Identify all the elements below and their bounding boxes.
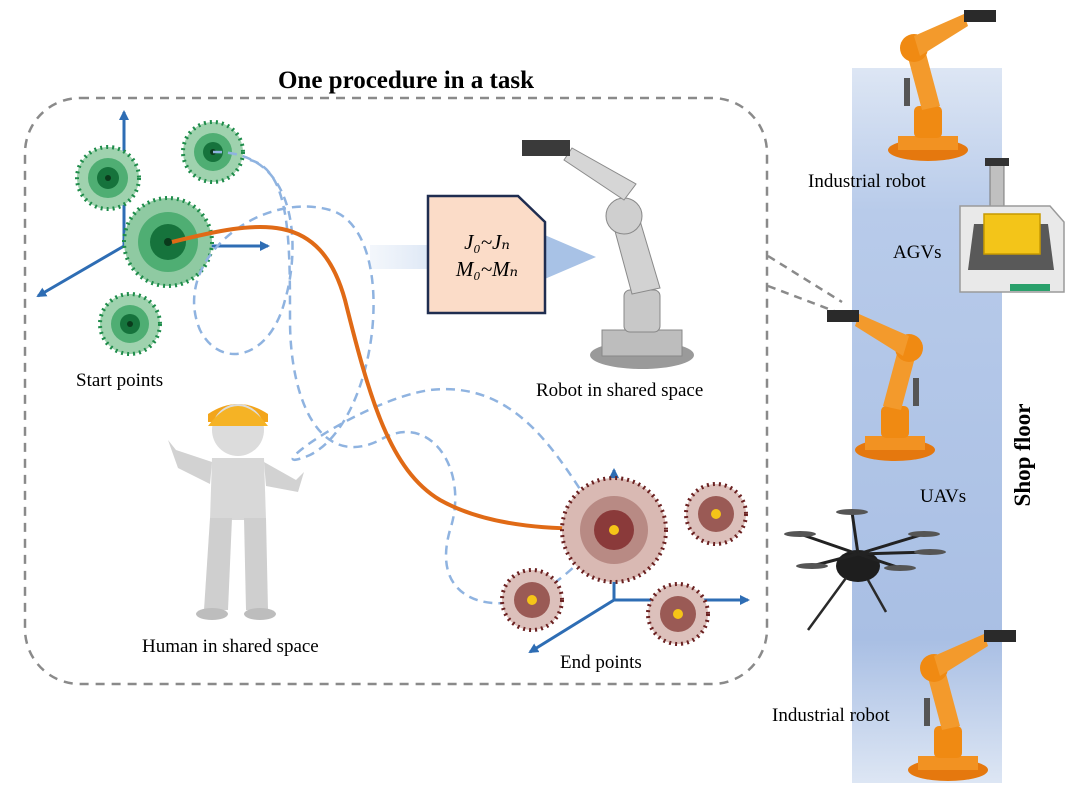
task-title: One procedure in a task: [278, 67, 534, 94]
worker-figure-icon: [168, 404, 304, 620]
robot-arm-icon: [522, 140, 694, 369]
robot-shared-label: Robot in shared space: [536, 380, 703, 401]
document-icon: [426, 194, 547, 315]
shop-floor-label: Shop floor: [1010, 404, 1035, 507]
main-trajectory: [171, 224, 610, 535]
end-point-cluster: [646, 582, 710, 646]
drone-icon: [784, 509, 946, 631]
start-point-cluster-main: [122, 196, 214, 288]
end-points-label: End points: [560, 652, 642, 673]
end-point-cluster: [500, 568, 564, 632]
transfer-arrow-head: [540, 233, 596, 281]
joint-range-label: J₀~Jₙ: [464, 230, 510, 254]
end-point-cluster-main: [560, 476, 668, 584]
connector-line-bottom: [767, 284, 843, 316]
agv-icon: [959, 158, 1065, 293]
human-label: Human in shared space: [142, 636, 319, 657]
industrial-robot-bottom-label: Industrial robot: [772, 705, 890, 726]
start-point-cluster: [75, 145, 141, 211]
industrial-robot-top-label: Industrial robot: [808, 171, 926, 192]
alt-trajectory-1: [192, 150, 602, 521]
connector-line-top: [767, 254, 843, 304]
motion-range-label: M₀~Mₙ: [455, 257, 518, 281]
start-points-label: Start points: [76, 370, 163, 391]
start-point-cluster: [98, 292, 162, 356]
end-point-cluster: [684, 482, 748, 546]
agvs-label: AGVs: [893, 242, 942, 263]
uavs-label: UAVs: [920, 486, 966, 507]
